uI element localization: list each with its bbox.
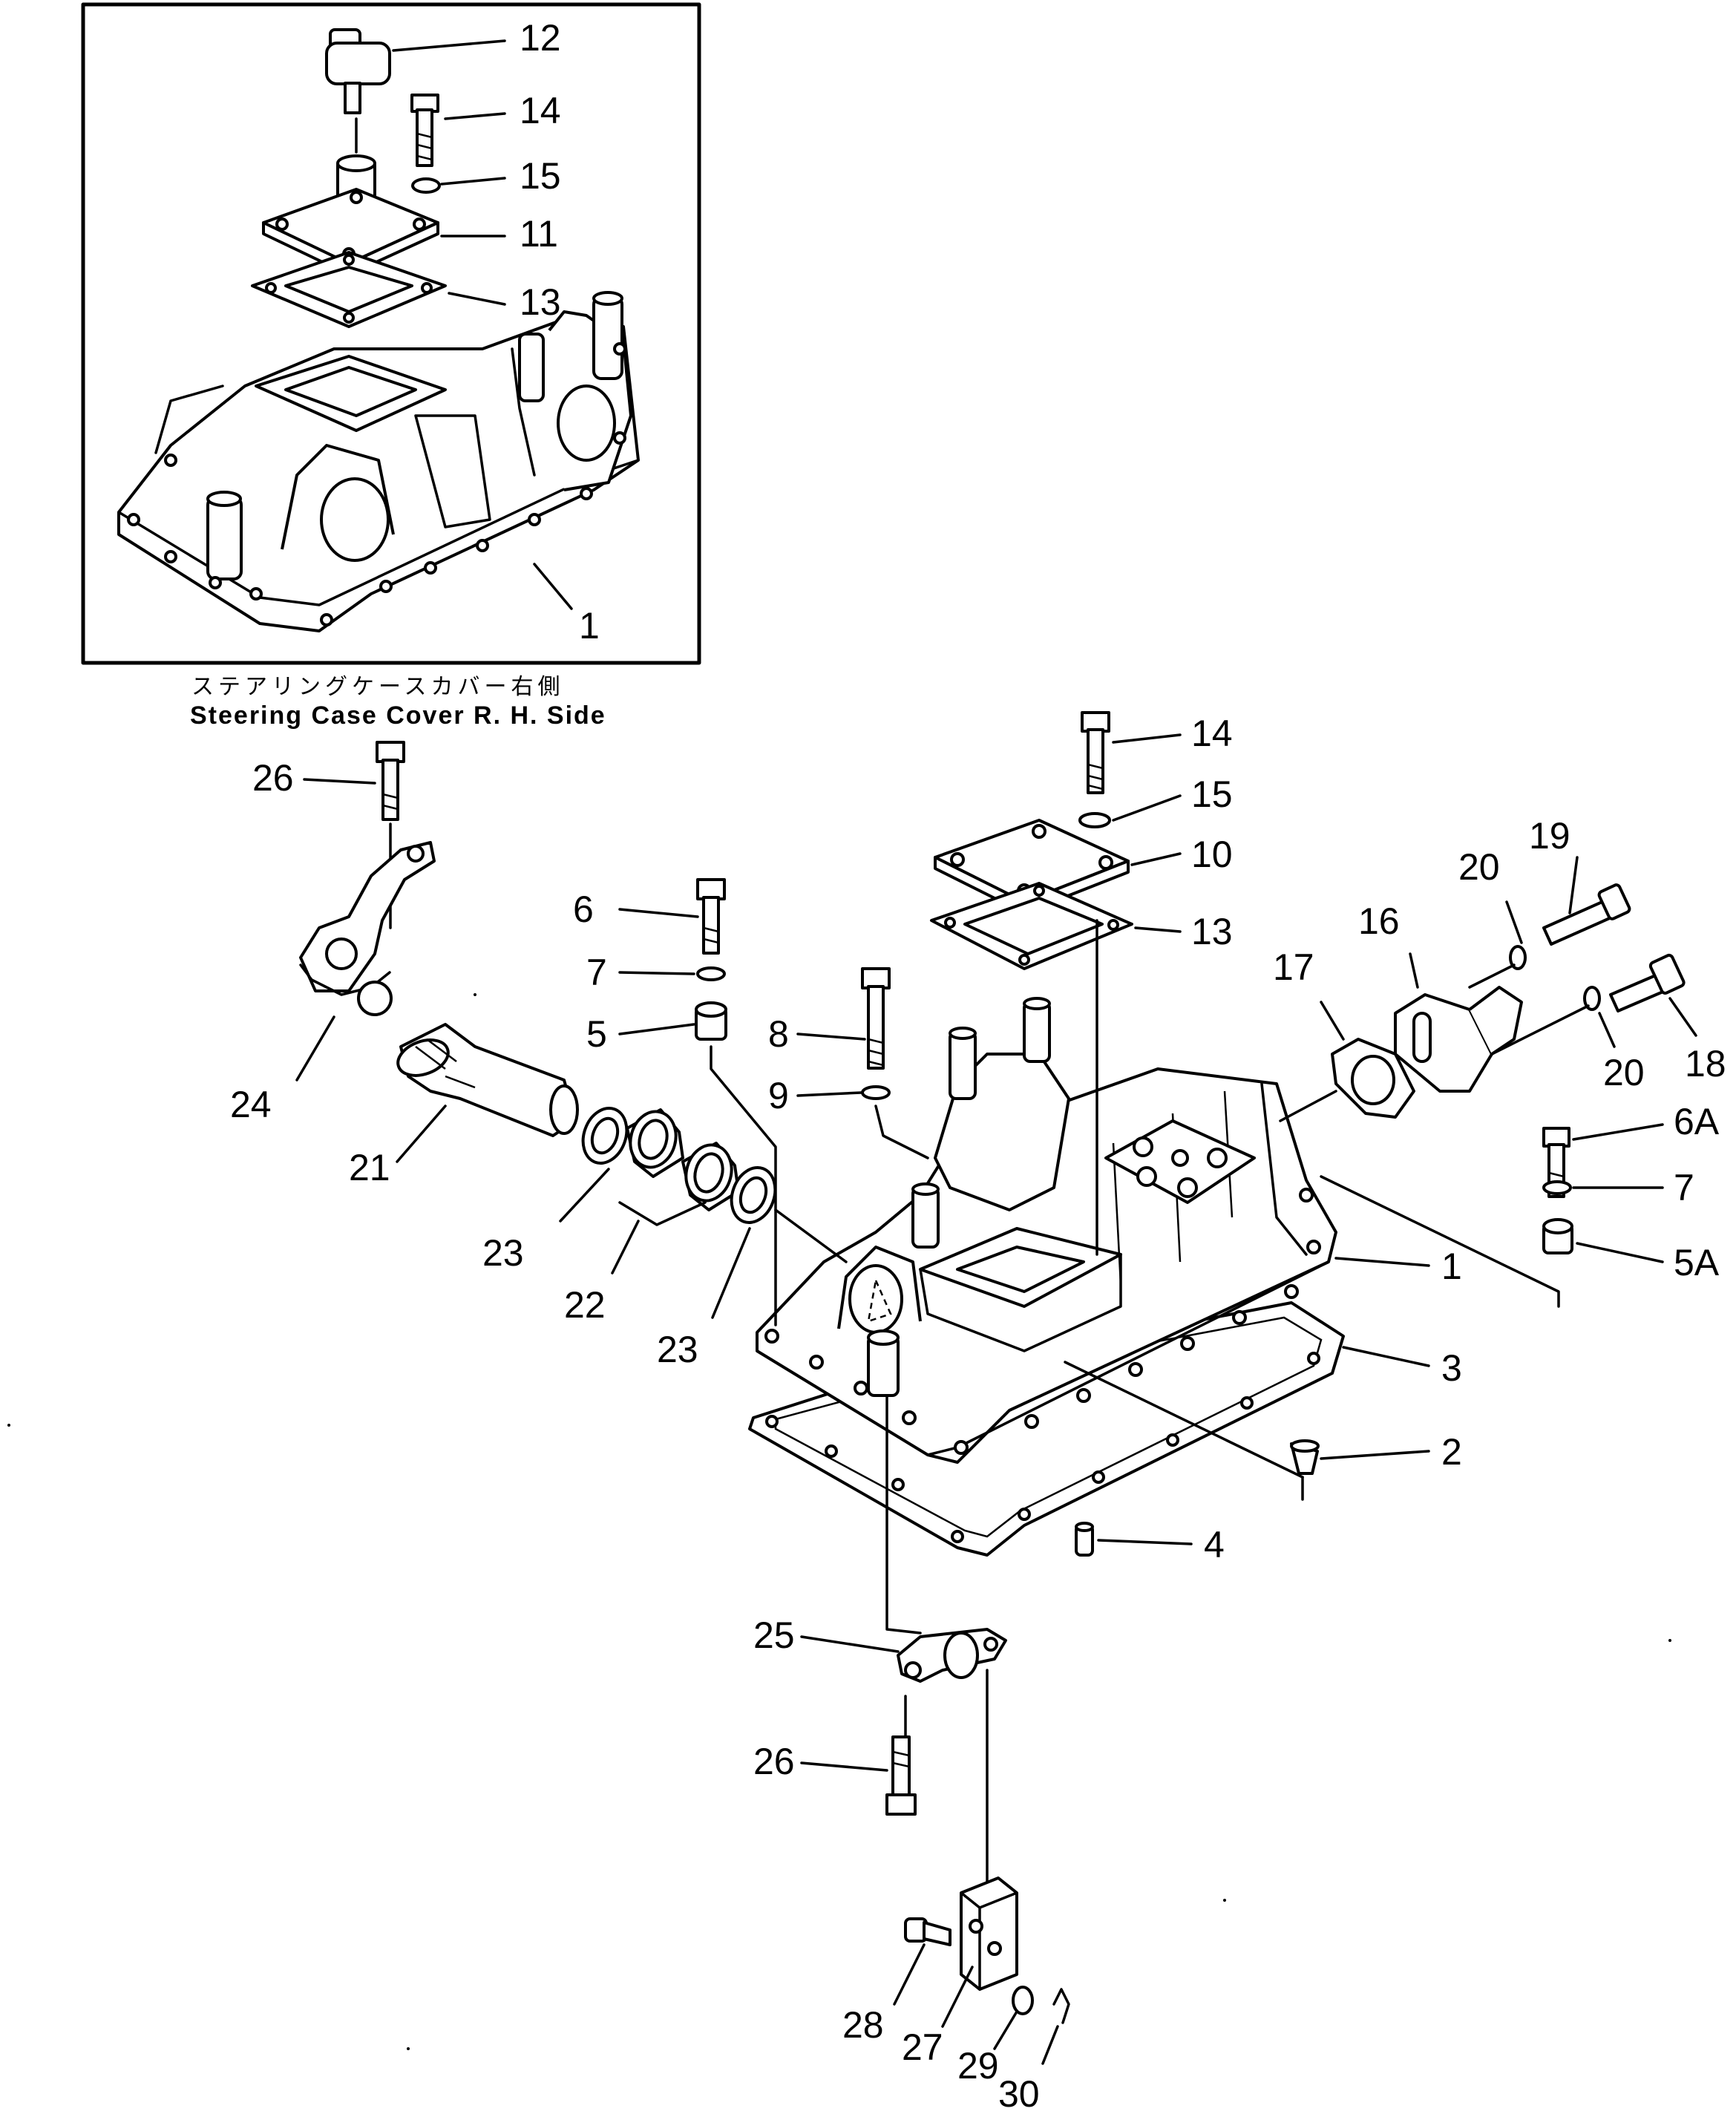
washer-20b-icon — [1583, 986, 1601, 1011]
caption-japanese: ステアリングケースカバー右側 — [191, 675, 565, 699]
collar-5a-icon — [1542, 1218, 1573, 1254]
callout-3: 3 — [1441, 1347, 1462, 1389]
scan-speck — [407, 2047, 410, 2050]
bolt-26-bottom-icon — [885, 1735, 917, 1816]
callout-21: 21 — [349, 1147, 390, 1188]
callout-6: 6 — [573, 889, 594, 930]
callout-27: 27 — [902, 2026, 943, 2068]
callout-23-left: 23 — [482, 1232, 524, 1274]
flange-elbow-icon — [1394, 986, 1523, 1093]
callout-20-top: 20 — [1458, 846, 1500, 888]
callout-26-bottom: 26 — [753, 1741, 795, 1782]
flange-gasket-icon — [1331, 1038, 1415, 1119]
bolt-18-icon — [1609, 953, 1686, 1012]
plug-icon — [1290, 1439, 1320, 1475]
bearing-22-b-icon — [681, 1142, 740, 1211]
gasket-icon — [251, 251, 447, 328]
callout-29: 29 — [957, 2045, 999, 2087]
inset-panel: 12 14 15 11 13 1 — [81, 2, 701, 665]
callout-23-right: 23 — [657, 1329, 698, 1370]
scan-speck — [474, 993, 476, 996]
callout-18: 18 — [1685, 1043, 1726, 1084]
callout-17: 17 — [1273, 946, 1314, 988]
bolt-19-icon — [1542, 883, 1631, 946]
washer-7-left-icon — [696, 966, 726, 981]
washer-main-icon — [1078, 812, 1111, 828]
bolt-28-icon — [904, 1917, 951, 1946]
washer-29-icon — [1012, 1986, 1034, 2015]
callout-2: 2 — [1441, 1431, 1462, 1473]
callout-6a: 6A — [1674, 1101, 1720, 1142]
callout-inset-14: 14 — [520, 90, 561, 131]
callout-7-left: 7 — [586, 952, 607, 993]
bearing-22-a-icon — [626, 1108, 684, 1178]
callout-inset-1: 1 — [579, 605, 600, 647]
cotter-pin-icon — [1052, 1988, 1070, 2024]
callout-8: 8 — [768, 1013, 789, 1055]
callout-10: 10 — [1191, 834, 1233, 875]
callout-13: 13 — [1191, 911, 1233, 952]
lower-lever-icon — [897, 1628, 1007, 1683]
callout-19: 19 — [1529, 815, 1570, 857]
bolt-26-top-icon — [376, 741, 405, 821]
callout-9: 9 — [768, 1075, 789, 1116]
callout-inset-12: 12 — [520, 17, 561, 59]
bolt-8-icon — [861, 967, 891, 1070]
washer-7-right-icon — [1542, 1180, 1572, 1195]
callout-30: 30 — [998, 2073, 1040, 2113]
dowel-pin-icon — [1075, 1522, 1094, 1557]
callout-25: 25 — [753, 1614, 795, 1656]
bolt-6-icon — [696, 878, 726, 955]
steering-lever-icon — [299, 841, 436, 1016]
sender-unit-icon — [325, 28, 391, 154]
seal-23-left-icon — [581, 1107, 629, 1165]
washer-20a-icon — [1509, 945, 1527, 970]
gasket-main-icon — [930, 882, 1133, 970]
callout-4: 4 — [1204, 1524, 1225, 1565]
callout-24: 24 — [230, 1084, 272, 1125]
washer-9-icon — [861, 1085, 891, 1100]
bolt-icon — [410, 94, 439, 167]
callout-14: 14 — [1191, 713, 1233, 754]
callout-5: 5 — [586, 1013, 607, 1055]
callout-inset-15: 15 — [520, 155, 561, 197]
seal-23-right-icon — [730, 1166, 777, 1224]
clevis-block-icon — [960, 1876, 1018, 1991]
callout-16: 16 — [1358, 900, 1400, 942]
scan-speck — [1668, 1639, 1671, 1642]
callout-inset-13: 13 — [520, 281, 561, 323]
callout-inset-11: 11 — [520, 213, 558, 255]
steering-case-cover-icon — [117, 291, 640, 632]
callout-15: 15 — [1191, 773, 1233, 815]
callout-5a: 5A — [1674, 1242, 1720, 1283]
callout-22: 22 — [564, 1284, 606, 1326]
cover-plate-icon — [262, 154, 439, 276]
bolt-6a-icon — [1542, 1127, 1570, 1198]
callout-7-right: 7 — [1674, 1167, 1694, 1208]
callout-20-bottom: 20 — [1603, 1052, 1645, 1093]
main-assembly: 14 15 10 13 19 20 16 17 18 20 6A 7 5A 1 … — [230, 711, 1726, 2115]
collar-5-icon — [695, 1001, 727, 1041]
input-shaft-icon — [396, 1023, 579, 1137]
callout-1: 1 — [1441, 1246, 1462, 1287]
bolt-main-icon — [1081, 711, 1110, 794]
scan-speck — [7, 1424, 10, 1427]
washer-icon — [411, 177, 441, 194]
scan-speck — [1223, 1899, 1226, 1902]
caption-english: Steering Case Cover R. H. Side — [190, 701, 606, 730]
callout-26-top: 26 — [252, 757, 294, 799]
steering-case-cover-main-icon — [748, 997, 1345, 1557]
callout-28: 28 — [842, 2004, 884, 2046]
